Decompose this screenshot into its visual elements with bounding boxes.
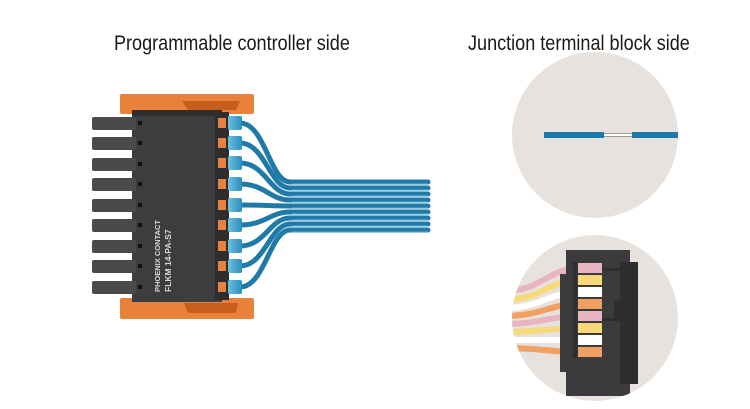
cable-bundle — [237, 120, 431, 290]
programmable-controller-side-label: Programmable controller side — [114, 32, 350, 55]
model-number-text: FLKM 14-PA-S7 — [163, 229, 173, 292]
junction-terminal-block-side-label: Junction terminal block side — [468, 32, 690, 55]
single-wire-detail — [512, 52, 678, 218]
junction-connector-detail — [512, 235, 678, 401]
connector: PHOENIX CONTACT FLKM 14-PA-S7 — [92, 94, 254, 319]
brand-logo-text: PHOENIX CONTACT — [153, 220, 162, 292]
